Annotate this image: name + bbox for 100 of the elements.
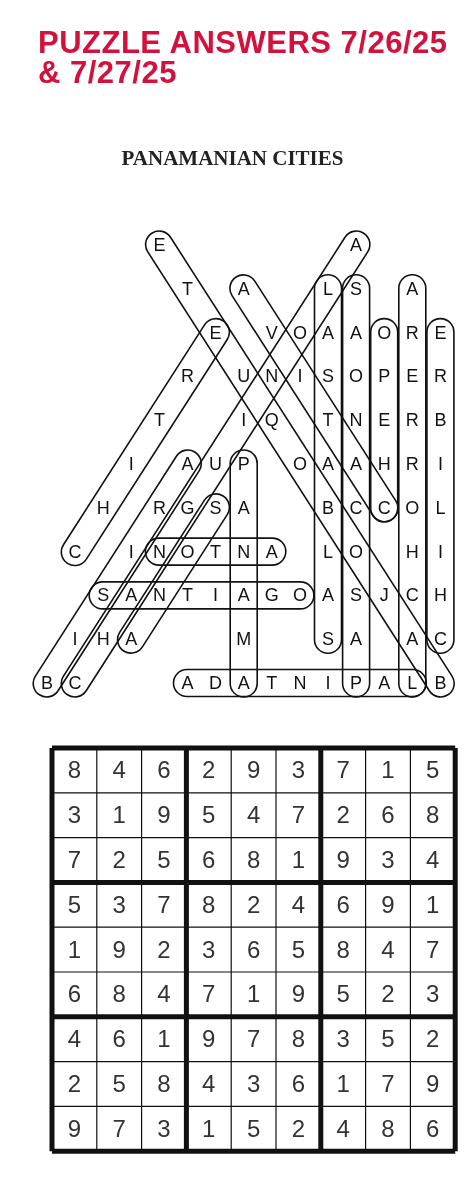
grid-letter: T xyxy=(152,409,166,432)
grid-letter: P xyxy=(377,365,392,388)
sudoku-digit: 1 xyxy=(111,800,127,831)
grid-letter: T xyxy=(209,540,223,563)
sudoku-digit: 8 xyxy=(425,800,441,831)
grid-letter: T xyxy=(265,672,279,694)
sudoku-digit: 5 xyxy=(425,755,441,786)
grid-letter: I xyxy=(436,453,444,475)
grid-letter: A xyxy=(321,584,335,607)
grid-letter: A xyxy=(405,628,420,651)
grid-letter: C xyxy=(404,584,420,607)
grid-letter: B xyxy=(40,672,54,694)
sudoku-digit: 4 xyxy=(201,1069,217,1099)
sudoku-digit: 3 xyxy=(380,845,396,875)
grid-letter: L xyxy=(322,277,334,300)
grid-letter: C xyxy=(348,496,364,519)
sudoku-digit: 6 xyxy=(156,755,172,786)
grid-letter: A xyxy=(124,584,139,607)
grid-letter: S xyxy=(321,628,335,651)
sudoku-digit: 7 xyxy=(201,979,217,1010)
grid-letter: P xyxy=(349,672,364,694)
sudoku-digit: 7 xyxy=(335,755,351,786)
sudoku-digit: 8 xyxy=(111,979,127,1010)
sudoku-digit: 2 xyxy=(335,800,351,831)
grid-letter: A xyxy=(405,277,420,300)
sudoku-digit: 5 xyxy=(156,845,172,875)
grid-letter: A xyxy=(180,672,195,694)
grid-letter: P xyxy=(236,453,251,475)
sudoku-digit: 5 xyxy=(380,1024,396,1055)
grid-letter: N xyxy=(236,540,252,563)
sudoku-digit: 9 xyxy=(201,1024,217,1055)
sudoku-digit: 8 xyxy=(66,755,83,786)
sudoku-digit: 8 xyxy=(335,934,351,965)
grid-letter: A xyxy=(236,496,251,519)
grid-letter: I xyxy=(296,365,304,388)
sudoku-digit: 8 xyxy=(245,845,262,875)
sudoku-digit: 6 xyxy=(425,1113,441,1144)
grid-letter: C xyxy=(67,672,83,694)
grid-letter: O xyxy=(404,496,421,519)
grid-letter: O xyxy=(291,321,308,344)
grid-letter: B xyxy=(321,496,335,519)
grid-letter: O xyxy=(179,540,196,563)
grid-letter: I xyxy=(436,540,444,563)
grid-letter: O xyxy=(348,365,365,388)
grid-letter: E xyxy=(208,321,223,344)
grid-letter: C xyxy=(67,540,83,563)
sudoku-digit: 9 xyxy=(335,845,351,875)
puzzle-heading: PANAMANIAN CITIES xyxy=(120,146,345,171)
grid-letter: E xyxy=(377,409,392,432)
grid-letter: H xyxy=(95,628,111,651)
grid-letter: R xyxy=(432,365,448,388)
grid-letter: D xyxy=(208,672,224,694)
grid-letter: R xyxy=(404,409,420,432)
grid-letter: A xyxy=(180,453,195,475)
grid-letter: L xyxy=(434,496,447,519)
sudoku-digit: 3 xyxy=(290,755,307,786)
grid-letter: H xyxy=(95,496,111,519)
sudoku-digit: 4 xyxy=(156,979,172,1010)
grid-letter: V xyxy=(264,321,279,344)
sudoku-digit: 2 xyxy=(290,1113,307,1144)
grid-letter: A xyxy=(236,672,251,694)
sudoku-digit: 5 xyxy=(335,979,351,1010)
sudoku-digit: 1 xyxy=(156,1024,172,1055)
sudoku-digit: 2 xyxy=(156,934,172,965)
sudoku-digit: 1 xyxy=(245,979,262,1010)
sudoku-digit: 1 xyxy=(290,845,307,875)
grid-letter: I xyxy=(71,628,79,651)
grid-letter: S xyxy=(321,365,335,388)
grid-letter: I xyxy=(324,672,332,694)
grid-letter: N xyxy=(348,409,364,432)
sudoku-digit: 1 xyxy=(335,1069,351,1099)
sudoku-digit: 1 xyxy=(201,1113,217,1144)
sudoku-digit: 7 xyxy=(111,1113,127,1144)
sudoku-digit: 5 xyxy=(201,800,217,831)
grid-letter: N xyxy=(264,365,280,388)
sudoku-digit: 8 xyxy=(156,1069,172,1099)
grid-letter: I xyxy=(212,584,220,607)
sudoku-digit: 9 xyxy=(425,1069,441,1099)
sudoku-digit: 9 xyxy=(245,755,262,786)
grid-letter: I xyxy=(127,540,135,563)
sudoku-digit: 7 xyxy=(380,1069,396,1099)
sudoku-digit: 7 xyxy=(425,934,441,965)
grid-letter: J xyxy=(378,584,390,607)
sudoku-digit: 4 xyxy=(245,800,262,831)
sudoku-digit: 9 xyxy=(290,979,307,1010)
sudoku-digit: 9 xyxy=(156,800,172,831)
sudoku-digit: 2 xyxy=(425,1024,441,1055)
grid-letter: E xyxy=(405,365,420,388)
grid-letter: H xyxy=(376,453,392,475)
grid-letter: R xyxy=(151,496,167,519)
grid-letter: R xyxy=(180,365,195,388)
sudoku-digit: 8 xyxy=(290,1024,307,1055)
grid-letter: S xyxy=(96,584,111,607)
sudoku-digit: 2 xyxy=(201,755,217,786)
grid-letter: Q xyxy=(263,409,280,432)
page-title: PUZZLE ANSWERS 7/26/25 & 7/27/25 xyxy=(38,28,449,88)
grid-letter: R xyxy=(404,321,420,344)
grid-letter: O xyxy=(348,540,365,563)
sudoku-digit: 3 xyxy=(156,1113,172,1144)
grid-letter: B xyxy=(433,409,448,432)
